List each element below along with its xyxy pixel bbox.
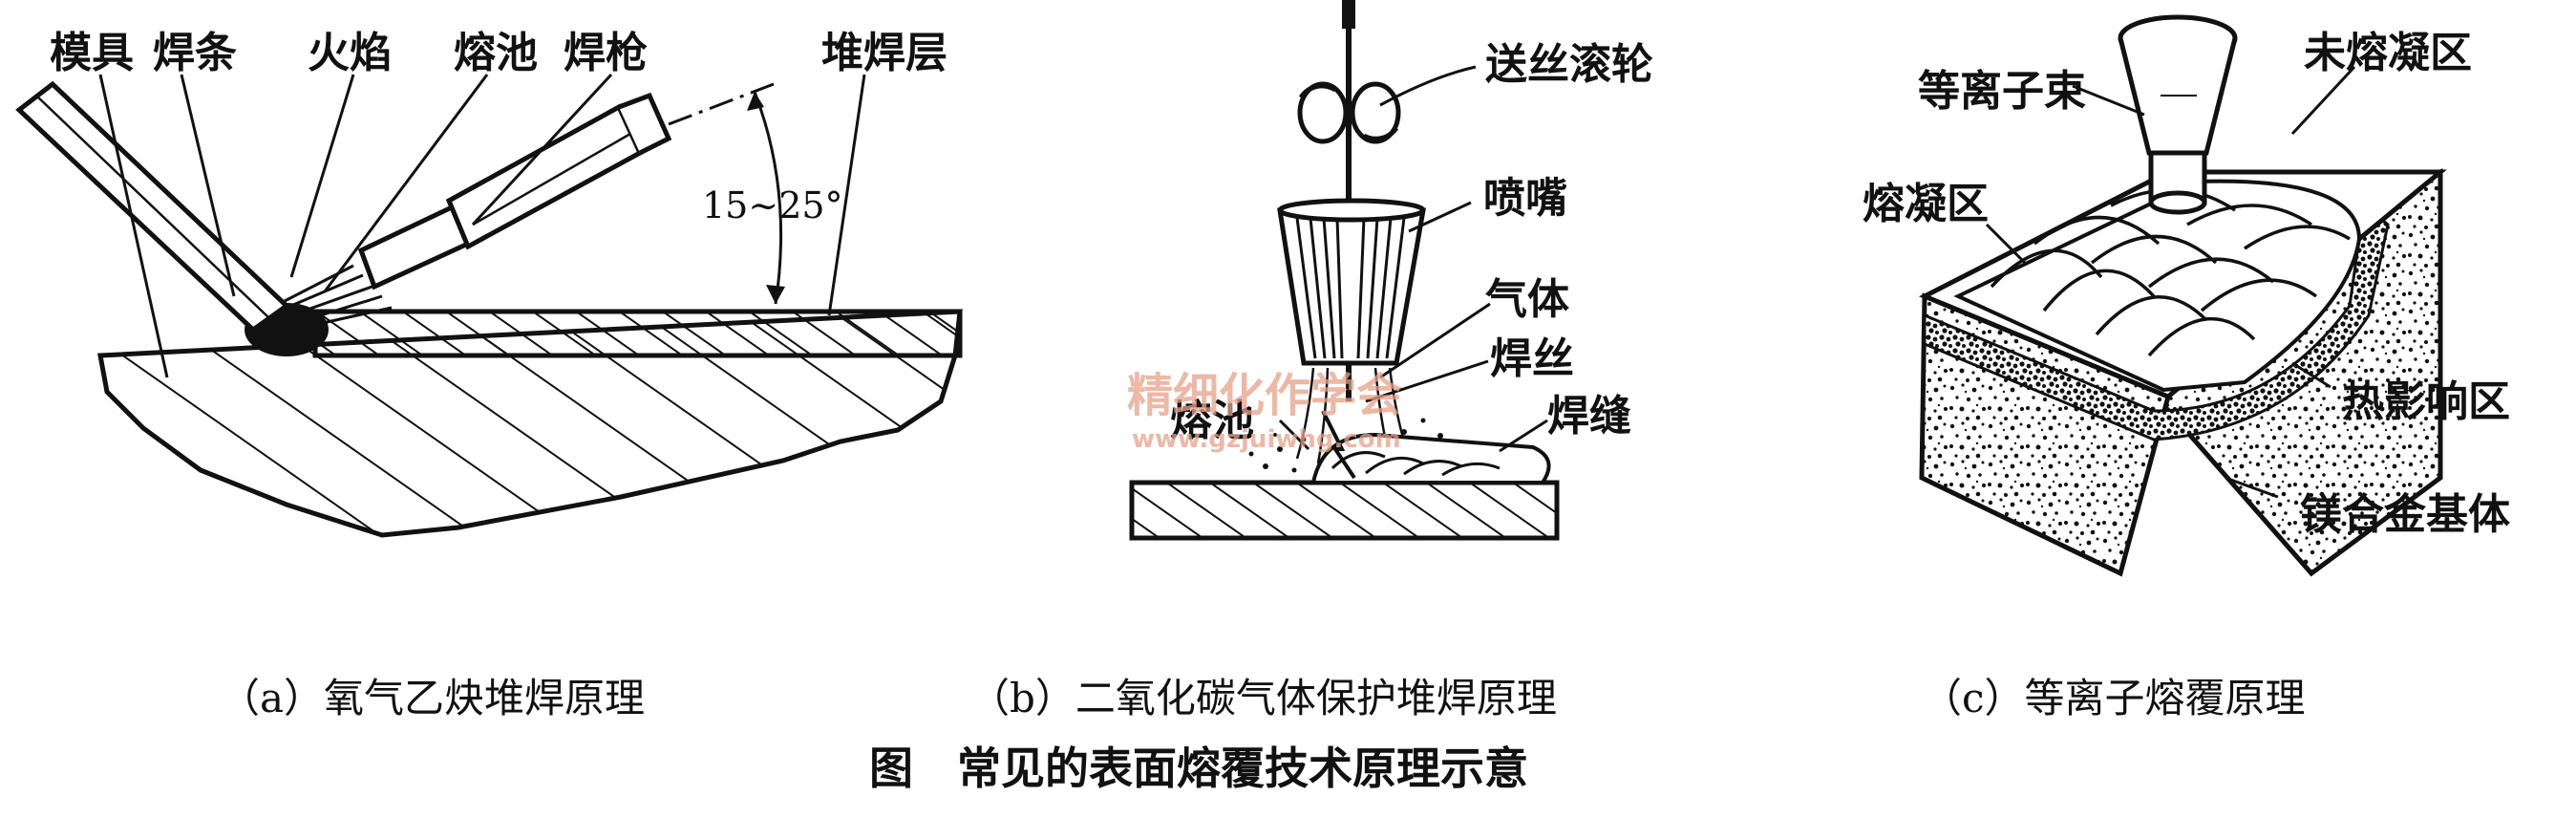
angle-arc [753, 91, 783, 305]
welding-rod [15, 80, 290, 334]
panel-c-leaders [1985, 65, 2356, 499]
label-pool-b: 熔池 [1170, 397, 1254, 445]
arc-pool [1321, 410, 1356, 480]
haz-band [1923, 203, 2390, 441]
label-mould: 模具 [50, 29, 134, 77]
panel-a-oxyacetylene: 模具 焊条 火焰 熔池 焊枪 堆焊层 15~25° [15, 29, 963, 538]
label-pool-a: 熔池 [454, 29, 538, 77]
plasma-torch [2118, 14, 2238, 215]
label-rod: 焊条 [153, 29, 237, 77]
label-feed-roller: 送丝滚轮 [1485, 40, 1653, 89]
label-wire: 焊丝 [1490, 334, 1574, 383]
label-flame: 火焰 [308, 29, 392, 77]
figure-title: 图 常见的表面熔覆技术原理示意 [869, 743, 1528, 794]
cladding-layer [312, 309, 963, 358]
nozzle [1277, 198, 1426, 366]
panel-b-co2: 送丝滚轮 喷嘴 气体 焊丝 熔池 焊缝 [1129, 0, 1653, 541]
feed-rollers [1297, 81, 1401, 144]
panel-a-leaders [98, 73, 866, 378]
label-torch: 焊枪 [564, 29, 648, 77]
melted-zone [1953, 179, 2362, 393]
watermark: 精细化作学会 www.gzjuiwhg.com [1127, 369, 1402, 454]
label-plasma-beam: 等离子束 [1918, 67, 2086, 116]
label-cladding: 堆焊层 [821, 29, 947, 77]
torch [357, 92, 672, 291]
label-angle: 15~25° [702, 184, 843, 226]
caption-c: （c）等离子熔覆原理 [1922, 675, 2306, 721]
caption-b: （b）二氧化碳气体保护堆焊原理 [969, 675, 1557, 721]
label-melted: 熔凝区 [1863, 180, 1989, 228]
weld-seam [1310, 432, 1551, 484]
panel-b-leaders [1278, 65, 1548, 453]
label-gas: 气体 [1485, 275, 1569, 324]
panel-c-plasma: 等离子束 未熔凝区 熔凝区 热影响区 镁合金基体 [1863, 14, 2510, 577]
label-haz: 热影响区 [2342, 377, 2510, 426]
torch-axis [668, 82, 775, 126]
watermark-line1: 精细化作学会 [1127, 369, 1402, 422]
watermark-line2: www.gzjuiwhg.com [1132, 425, 1401, 454]
spatter [1248, 418, 1443, 473]
label-unmelted: 未熔凝区 [2304, 29, 2472, 77]
label-nozzle: 喷嘴 [1483, 174, 1567, 223]
workpiece [97, 309, 963, 538]
label-substrate: 镁合金基体 [2300, 490, 2510, 539]
nozzle-grooves [1295, 217, 1406, 359]
base-plate [1129, 480, 1560, 541]
label-seam: 焊缝 [1547, 392, 1631, 441]
caption-a: （a）氧气乙炔堆焊原理 [220, 675, 645, 721]
weld-ripples [1331, 451, 1501, 477]
